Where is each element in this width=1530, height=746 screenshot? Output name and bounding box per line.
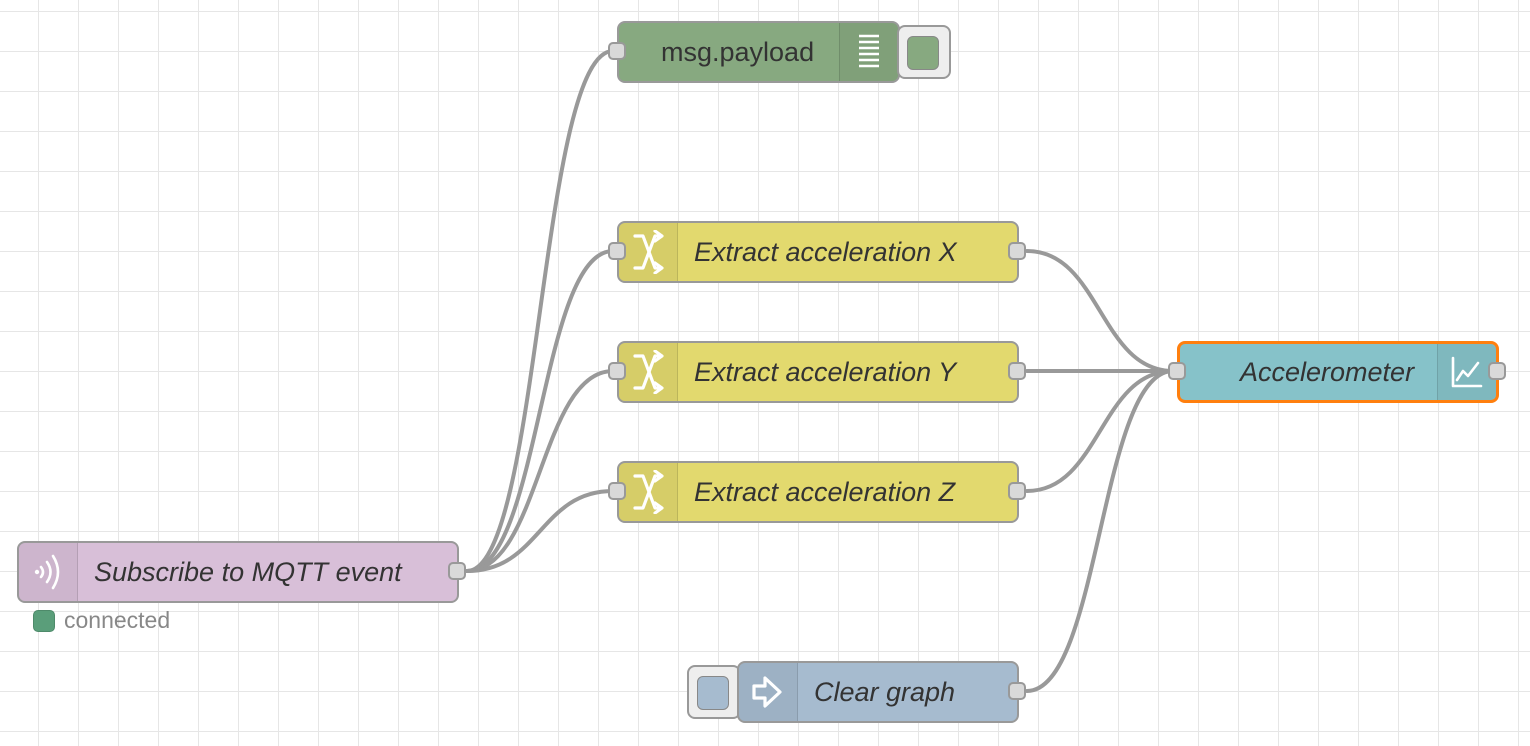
change-node-y-input-port[interactable] bbox=[608, 362, 626, 380]
mqtt-in-node-output-port[interactable] bbox=[448, 562, 466, 580]
wire-mqtt-to-change-z[interactable] bbox=[465, 489, 615, 573]
wire-mqtt-to-change-y[interactable] bbox=[465, 369, 615, 573]
change-node-x[interactable]: Extract acceleration X bbox=[617, 221, 1019, 283]
chart-icon bbox=[1437, 344, 1496, 400]
wire-change-x-to-chart[interactable] bbox=[1025, 249, 1175, 373]
change-node-z-input-port[interactable] bbox=[608, 482, 626, 500]
bridge-icon bbox=[19, 543, 78, 601]
change-node-y-output-port[interactable] bbox=[1008, 362, 1026, 380]
shuffle-icon bbox=[619, 463, 678, 521]
wire-inject-to-chart[interactable] bbox=[1025, 369, 1175, 693]
mqtt-status: connected bbox=[33, 607, 170, 634]
debug-toggle-button[interactable] bbox=[897, 25, 951, 79]
change-node-z[interactable]: Extract acceleration Z bbox=[617, 461, 1019, 523]
debug-node[interactable]: msg.payload bbox=[617, 21, 900, 83]
change-node-y-label: Extract acceleration Y bbox=[694, 356, 957, 387]
mqtt-status-text: connected bbox=[64, 607, 171, 633]
chart-node[interactable]: Accelerometer bbox=[1177, 341, 1499, 403]
mqtt-in-node[interactable]: Subscribe to MQTT event bbox=[17, 541, 459, 603]
chart-node-label: Accelerometer bbox=[1240, 356, 1415, 387]
mqtt-in-node-label: Subscribe to MQTT event bbox=[94, 556, 402, 587]
change-node-x-input-port[interactable] bbox=[608, 242, 626, 260]
chart-node-output-port[interactable] bbox=[1488, 362, 1506, 380]
change-node-z-label: Extract acceleration Z bbox=[694, 476, 956, 507]
change-node-x-label: Extract acceleration X bbox=[694, 236, 957, 267]
inject-trigger-button[interactable] bbox=[687, 665, 741, 719]
wire-change-z-to-chart[interactable] bbox=[1025, 369, 1175, 493]
debug-node-label: msg.payload bbox=[661, 36, 815, 67]
change-node-y[interactable]: Extract acceleration Y bbox=[617, 341, 1019, 403]
debug-node-input-port[interactable] bbox=[608, 42, 626, 60]
list-icon bbox=[839, 23, 898, 81]
inject-node[interactable]: Clear graph bbox=[737, 661, 1019, 723]
inject-trigger-indicator bbox=[697, 676, 729, 710]
inject-node-label: Clear graph bbox=[814, 676, 956, 707]
shuffle-icon bbox=[619, 343, 678, 401]
chart-node-input-port[interactable] bbox=[1168, 362, 1186, 380]
wire-mqtt-to-change-x[interactable] bbox=[465, 249, 615, 573]
arrow-right-icon bbox=[739, 663, 798, 721]
wire-mqtt-to-debug[interactable] bbox=[465, 49, 615, 573]
inject-node-output-port[interactable] bbox=[1008, 682, 1026, 700]
shuffle-icon bbox=[619, 223, 678, 281]
status-connected-indicator bbox=[33, 609, 55, 632]
change-node-x-output-port[interactable] bbox=[1008, 242, 1026, 260]
change-node-z-output-port[interactable] bbox=[1008, 482, 1026, 500]
debug-toggle-indicator bbox=[907, 36, 939, 70]
